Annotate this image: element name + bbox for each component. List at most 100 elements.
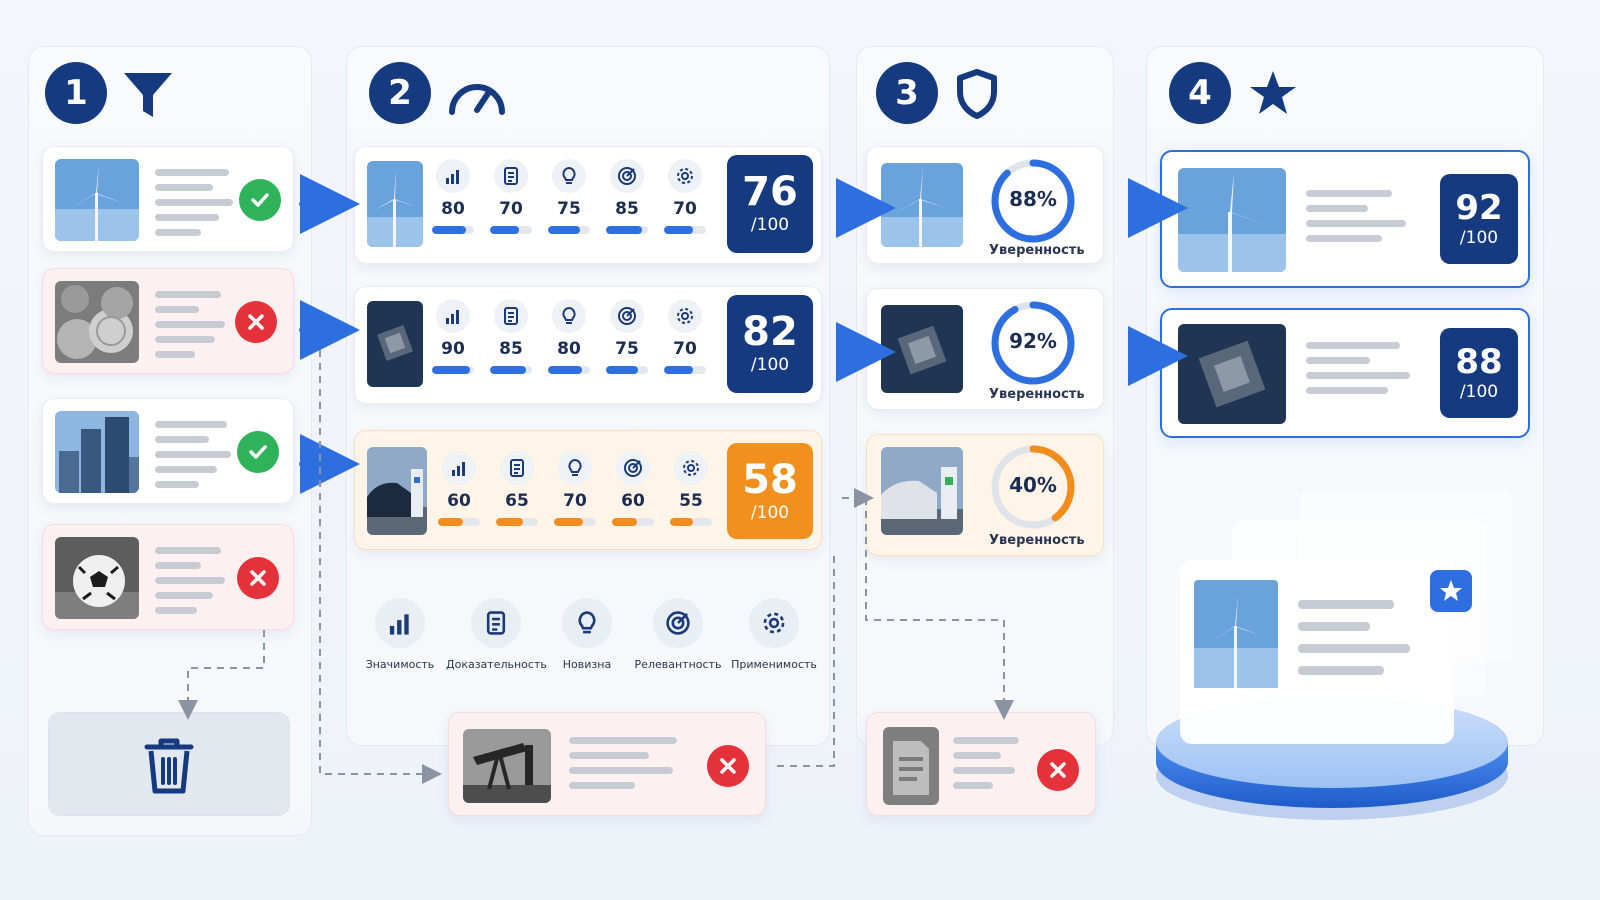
score-badge: 88 /100 <box>1440 328 1518 418</box>
rejected-card[interactable] <box>866 712 1096 816</box>
confidence-percent: 88% <box>1009 187 1057 211</box>
legend-evidence: Доказательность <box>446 598 547 671</box>
scoring-card[interactable]: 80 70 75 85 70 76 /100 <box>354 146 822 264</box>
check-icon <box>237 431 279 473</box>
target-icon <box>610 159 644 193</box>
score-value: 58 <box>742 457 798 503</box>
filter-card[interactable] <box>42 268 294 374</box>
target-icon <box>616 451 650 485</box>
confidence-card[interactable]: 92% Уверенность <box>866 288 1104 410</box>
confidence-ring <box>991 301 1075 385</box>
metric-bar <box>670 518 694 526</box>
stage-number-3: 3 <box>876 62 938 124</box>
ev-charging-image <box>367 447 427 535</box>
metric-novelty: 70 <box>553 451 597 526</box>
confidence-card-warning[interactable]: 40% Уверенность <box>866 434 1104 556</box>
metric-significance: 60 <box>437 451 481 526</box>
coins-image <box>55 281 139 363</box>
stage-number-4: 4 <box>1169 62 1231 124</box>
legend-novelty: Новизна <box>537 598 637 671</box>
wind-turbine-image <box>367 161 423 247</box>
bar-chart-icon <box>375 598 425 648</box>
gear-icon <box>674 451 708 485</box>
score-suffix: /100 <box>1459 228 1499 248</box>
reject-connector <box>178 630 265 720</box>
filter-card[interactable] <box>42 524 294 630</box>
confidence-arc <box>991 445 1075 529</box>
gear-icon <box>749 598 799 648</box>
check-icon <box>239 179 281 221</box>
metric-relevance: 85 <box>605 159 649 234</box>
target-icon <box>653 598 703 648</box>
lightbulb-icon <box>552 299 586 333</box>
confidence-arc <box>991 159 1075 243</box>
stage-number-1: 1 <box>45 62 107 124</box>
metric-applicability: 70 <box>663 299 707 374</box>
score-badge: 92 /100 <box>1440 174 1518 264</box>
scoring-card[interactable]: 90 85 80 75 70 82 /100 <box>354 286 822 404</box>
bar-chart-icon <box>442 451 476 485</box>
metric-relevance: 75 <box>605 299 649 374</box>
legend-significance: Значимость <box>350 598 450 671</box>
legend-applicability: Применимость <box>724 598 824 671</box>
metric-bar <box>490 226 520 234</box>
bar-chart-icon <box>436 299 470 333</box>
confidence-label: Уверенность <box>989 387 1085 402</box>
score-badge: 58 /100 <box>727 443 813 539</box>
filter-card[interactable] <box>42 146 294 252</box>
document-image <box>883 727 939 805</box>
target-icon <box>610 299 644 333</box>
metric-novelty: 75 <box>547 159 591 234</box>
filter-icon <box>122 70 174 124</box>
chip-image <box>367 301 423 387</box>
confidence-percent: 92% <box>1009 329 1057 353</box>
metric-bar <box>548 226 580 234</box>
document-icon <box>500 451 534 485</box>
chip-image <box>1178 324 1286 424</box>
metric-bar <box>490 366 526 374</box>
skyscrapers-image <box>55 411 139 493</box>
lightbulb-icon <box>562 598 612 648</box>
final-card[interactable]: 92 /100 <box>1160 150 1530 288</box>
rejected-card[interactable] <box>448 712 766 816</box>
document-icon <box>494 299 528 333</box>
text-placeholder <box>155 547 233 622</box>
stage-number-2: 2 <box>369 62 431 124</box>
confidence-ring <box>991 159 1075 243</box>
document-icon <box>471 598 521 648</box>
metric-bar <box>496 518 524 526</box>
reject-connector <box>865 498 1014 720</box>
score-badge: 82 /100 <box>727 295 813 393</box>
score-suffix: /100 <box>750 503 790 523</box>
soccer-ball-image <box>55 537 139 619</box>
bar-chart-icon <box>436 159 470 193</box>
final-card[interactable]: 88 /100 <box>1160 308 1530 438</box>
gear-icon <box>668 299 702 333</box>
cross-icon <box>235 301 277 343</box>
text-placeholder <box>1306 342 1410 402</box>
score-badge: 76 /100 <box>727 155 813 253</box>
reject-connector <box>319 350 442 784</box>
reject-connector <box>774 556 835 767</box>
score-value: 76 <box>742 169 798 215</box>
metric-evidence: 70 <box>489 159 533 234</box>
lightbulb-icon <box>552 159 586 193</box>
cross-icon <box>237 557 279 599</box>
scoring-card-warning[interactable]: 60 65 70 60 55 58 /100 <box>354 430 822 550</box>
metric-bar <box>606 226 642 234</box>
metric-bar <box>438 518 464 526</box>
metric-significance: 80 <box>431 159 475 234</box>
wind-turbine-image <box>1178 168 1286 272</box>
trash-bin[interactable] <box>48 712 290 816</box>
result-pedestal <box>1150 480 1530 840</box>
gear-icon <box>668 159 702 193</box>
metric-novelty: 80 <box>547 299 591 374</box>
filter-card[interactable] <box>42 398 294 504</box>
document-icon <box>494 159 528 193</box>
text-placeholder <box>569 737 679 797</box>
metric-significance: 90 <box>431 299 475 374</box>
text-placeholder <box>155 291 233 366</box>
score-suffix: /100 <box>750 215 790 235</box>
wind-turbine-image <box>55 159 139 241</box>
oil-pump-image <box>463 729 551 803</box>
